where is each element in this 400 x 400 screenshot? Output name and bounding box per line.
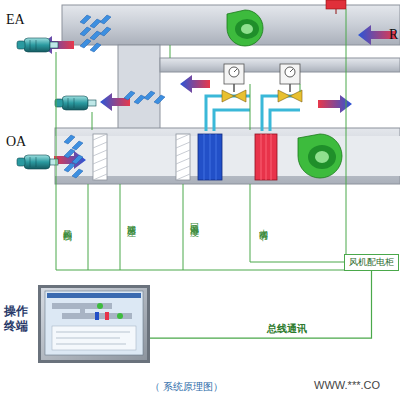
- port-label: EA: [6, 12, 25, 27]
- edge-label: 总线通讯: [267, 323, 307, 334]
- port-label: OA: [6, 134, 26, 149]
- bus-connector: [150, 271, 372, 338]
- signal-label: 风阀控制: [62, 222, 72, 226]
- signal-label: 水阀调节: [258, 222, 268, 226]
- signal-label: 滤网压差: [126, 218, 136, 222]
- port-label: R: [389, 27, 398, 42]
- caption: （ 系统原理图）: [150, 381, 223, 392]
- node-text: 风机配电柜: [345, 255, 398, 270]
- watermark: WWW.***.CO: [314, 379, 380, 391]
- node-heading: 操作终端: [4, 304, 30, 334]
- fan-power-cabinet: 风机配电柜: [344, 254, 399, 271]
- operator-terminal: 操作终端: [38, 285, 150, 363]
- signal-label: 回风温湿度: [189, 216, 199, 221]
